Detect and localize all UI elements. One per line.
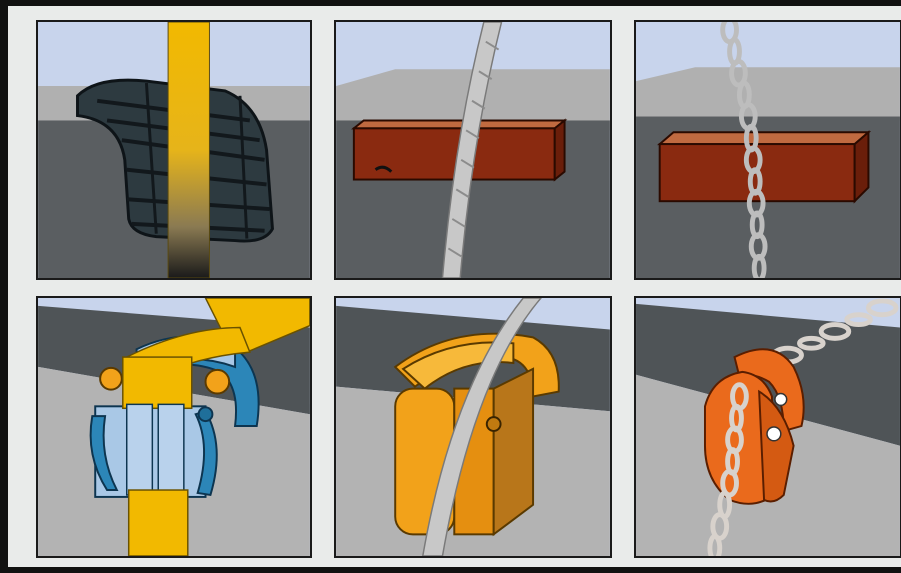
beam-wire-rope-illustration [336, 22, 610, 278]
web-sling [168, 22, 209, 278]
panel-wire-rope-edge-protector [334, 296, 612, 558]
beam-chain-illustration [636, 22, 900, 278]
wire-rope-edge-protector-illustration [336, 298, 610, 556]
panel-web-sling-edge-protector [36, 296, 312, 558]
beam [660, 132, 869, 201]
tire-web-sling-illustration [38, 22, 310, 278]
panel-chain-edge-protector [634, 296, 901, 558]
panel-tire-web-sling [36, 20, 312, 280]
panel-beam-wire-rope [334, 20, 612, 280]
panel-beam-chain [634, 20, 901, 280]
web-sling-edge-protector-illustration [38, 298, 310, 556]
chain-edge-protector-illustration [636, 298, 900, 556]
